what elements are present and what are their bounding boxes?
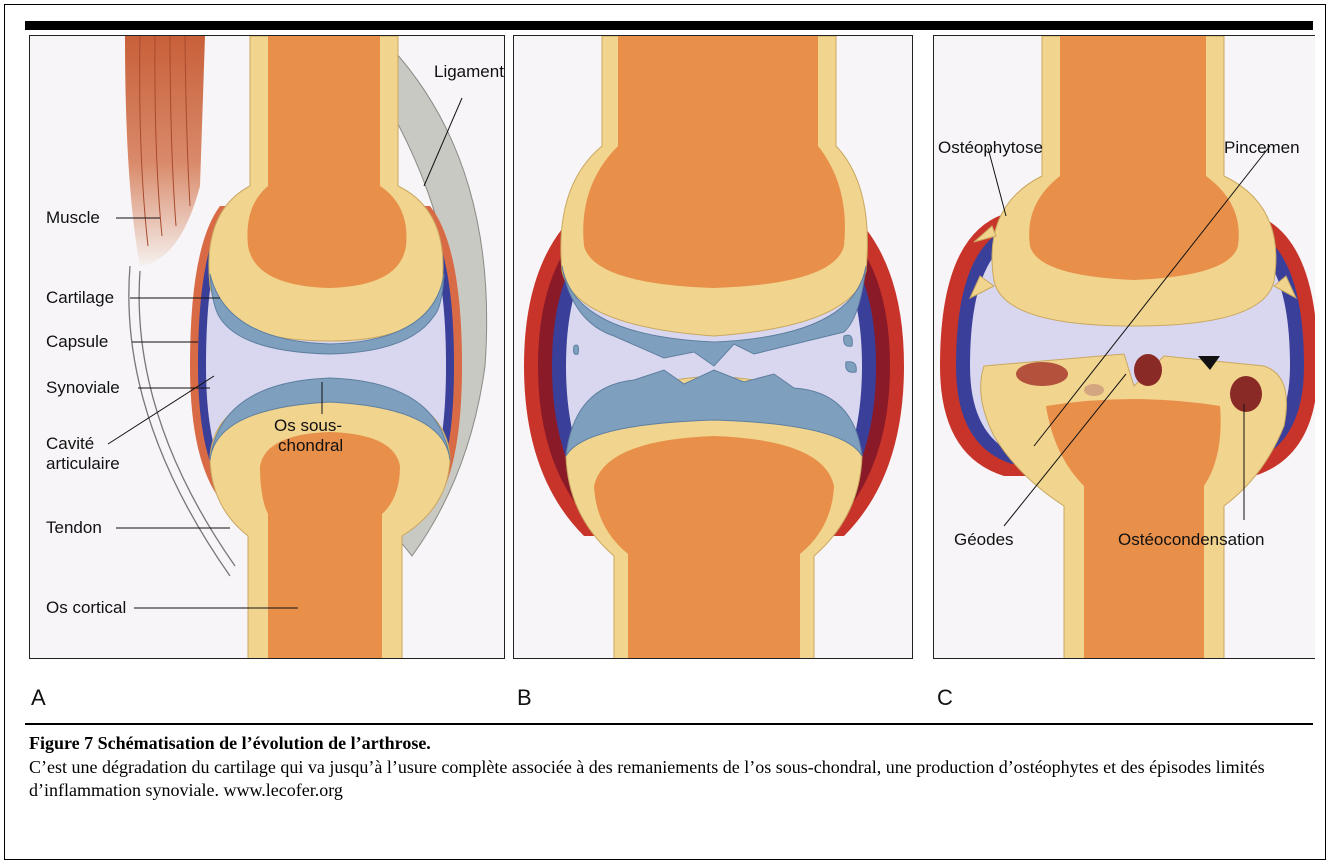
geode-1: [1016, 362, 1068, 386]
panel-b-illustration: [514, 36, 913, 659]
label-os-cortical: Os cortical: [46, 598, 126, 618]
panel-a-normal-joint: Ligament Muscle Cartilage Capsule Synovi…: [29, 35, 505, 659]
label-osteocondensation: Ostéocondensation: [1118, 530, 1265, 550]
geode-2: [1134, 354, 1162, 386]
panel-letter-c: C: [937, 685, 953, 711]
caption-text: C’est une dégradation du cartilage qui v…: [29, 756, 1319, 802]
panel-letter-a: A: [31, 685, 46, 711]
label-tendon: Tendon: [46, 518, 102, 538]
label-muscle: Muscle: [46, 208, 100, 228]
label-cavite: Cavité: [46, 434, 94, 454]
label-articulaire: articulaire: [46, 454, 120, 474]
label-synoviale: Synoviale: [46, 378, 120, 398]
label-ligament: Ligament: [434, 62, 504, 82]
geode-3: [1230, 376, 1262, 412]
top-rule: [25, 21, 1313, 30]
label-capsule: Capsule: [46, 332, 108, 352]
label-cartilage: Cartilage: [46, 288, 114, 308]
panel-c-advanced-arthrosis: Ostéophytose Pincemen Géodes Ostéoconden…: [933, 35, 1315, 659]
panel-c-illustration: [934, 36, 1315, 659]
label-os-sous: Os sous-: [274, 416, 342, 436]
panel-b-degraded-joint: [513, 35, 913, 659]
panel-letter-b: B: [517, 685, 532, 711]
muscle-shape: [125, 36, 205, 266]
label-chondral: chondral: [278, 436, 343, 456]
label-geodes: Géodes: [954, 530, 1014, 550]
figure-frame: Ligament Muscle Cartilage Capsule Synovi…: [4, 4, 1326, 860]
caption-rule: [25, 723, 1313, 725]
label-pincement: Pincemen: [1224, 138, 1300, 158]
caption-title: Figure 7 Schématisation de l’évolution d…: [29, 733, 431, 754]
label-osteophytose: Ostéophytose: [938, 138, 1043, 158]
